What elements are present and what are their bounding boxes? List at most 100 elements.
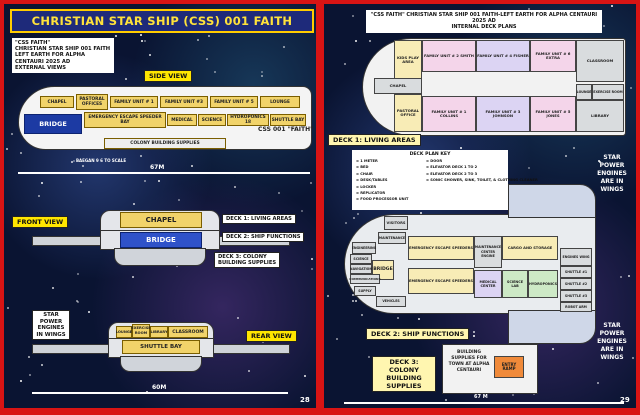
- room-family-3: FAMILY UNIT #3: [160, 96, 208, 108]
- star: [87, 310, 90, 313]
- dimension-line: [18, 172, 310, 174]
- star: [140, 154, 143, 157]
- info-line: "CSS FAITH" CHRISTIAN STAR SHIP 001 FAIT…: [370, 12, 598, 25]
- hull-name: CSS 001 "FAITH": [258, 126, 314, 133]
- side-dimension: 67M: [150, 164, 165, 171]
- star: [41, 181, 44, 184]
- room-speeders-top: EMERGENCY ESCAPE SPEEDERS: [408, 236, 474, 260]
- page-title: CHRISTIAN STAR SHIP (CSS) 001 FAITH: [10, 9, 314, 33]
- key-item: = REPLICATOR: [356, 191, 386, 195]
- deck3-supplies-text: BUILDING SUPPLIES FOR TOWN AT ALPHA CENT…: [448, 350, 490, 373]
- room-family-1: FAMILY UNIT # 1: [110, 96, 158, 108]
- front-view-label: FRONT VIEW: [12, 216, 69, 228]
- deck1-label: DECK 1: LIVING AREAS: [328, 134, 421, 146]
- star: [132, 203, 135, 206]
- room-medical: MEDICAL: [167, 114, 197, 126]
- room-hydroponics: HYDROPONICS: [528, 270, 558, 298]
- star: [73, 160, 76, 163]
- star: [77, 301, 80, 304]
- star: [76, 272, 79, 275]
- callout-deck1: DECK 1: LIVING AREAS: [222, 214, 296, 224]
- key-item: = 1 METER: [356, 159, 378, 163]
- star: [573, 146, 576, 149]
- rear-dimension: 60M: [152, 384, 167, 391]
- star: [124, 77, 127, 80]
- star: [177, 198, 180, 201]
- key-item: = FOOD PROCESSOR UNIT: [356, 197, 409, 202]
- room-chapel: CHAPEL: [40, 96, 74, 108]
- callout-deck2: DECK 2: SHIP FUNCTIONS: [222, 232, 305, 242]
- callout-deck3-line1: DECK 3: COLONY: [218, 254, 267, 260]
- room-shuttle-3: SHUTTLE #3: [560, 290, 592, 302]
- info-box: "CSS FAITH" CHRISTIAN STAR SHIP 001 FAIT…: [12, 38, 114, 74]
- star: [444, 399, 447, 402]
- star: [396, 316, 399, 319]
- room-science-lab: SCIENCE LAB: [502, 270, 528, 298]
- star: [149, 54, 152, 57]
- star: [6, 306, 9, 309]
- star: [301, 209, 304, 212]
- dimension-line: [344, 402, 624, 404]
- room-family-5: FAMILY UNIT # 5: [210, 96, 258, 108]
- star: [70, 161, 73, 164]
- star: [310, 258, 313, 261]
- star: [352, 299, 355, 302]
- star: [28, 374, 31, 377]
- room-shuttle-bay: SHUTTLE BAY: [270, 114, 306, 126]
- entry-ramp: ENTRY RAMP: [494, 356, 524, 378]
- callout-deck3-line2: BUILDING SUPPLIES: [218, 260, 277, 266]
- star: [28, 355, 31, 358]
- room-engineering: ENGINEERING: [352, 242, 376, 254]
- star: [6, 147, 9, 150]
- star: [417, 318, 420, 321]
- key-item: = ELEVATOR DECK 1 TO 2: [426, 165, 478, 170]
- room-family-3: FAMILY UNIT # 3 JOHNSON: [476, 96, 530, 132]
- star: [213, 71, 216, 74]
- star: [51, 286, 54, 289]
- star: [37, 195, 40, 198]
- star: [336, 337, 339, 340]
- rear-exercise: EXERCISE ROOM: [131, 324, 151, 338]
- star: [261, 75, 264, 78]
- star: [197, 38, 200, 41]
- engines-label-bottom: STAR POWER ENGINES ARE IN WINGS: [597, 322, 627, 361]
- star: [41, 363, 44, 366]
- star: [248, 369, 251, 372]
- star: [143, 40, 146, 43]
- rear-classroom: CLASSROOM: [168, 326, 208, 338]
- star: [355, 300, 358, 303]
- rear-library: LIBRARY: [150, 326, 168, 338]
- page-number: 29: [620, 396, 630, 404]
- callout-deck3: DECK 3: COLONY BUILDING SUPPLIES: [214, 252, 281, 268]
- star: [353, 216, 356, 219]
- room-shuttle-2: SHUTTLE #2: [560, 278, 592, 290]
- star: [356, 212, 359, 215]
- star: [283, 45, 286, 48]
- star: [326, 294, 329, 297]
- star: [528, 166, 531, 169]
- room-family-1: FAMILY UNIT # 1 COLLINS: [422, 96, 476, 132]
- star: [344, 63, 347, 66]
- room-family-2: FAMILY UNIT # 2 SMITH: [422, 40, 476, 72]
- star: [206, 58, 209, 61]
- room-colony-supplies: COLONY BUILDING SUPPLIES: [104, 138, 226, 149]
- star: [115, 34, 118, 37]
- star: [472, 335, 475, 338]
- room-maintenance: MAINTENANCE: [378, 232, 406, 244]
- deck-plan-key: DECK PLAN KEY = 1 METER= BED= CHAIR= DES…: [352, 150, 538, 210]
- room-bridge: BRIDGE: [24, 114, 82, 134]
- star: [131, 276, 134, 279]
- key-item: = ELEVATOR DECK 2 TO 3: [426, 171, 478, 176]
- star: [472, 331, 475, 334]
- room-lounge: LOUNGE: [576, 84, 592, 100]
- star: [11, 133, 14, 136]
- star: [609, 170, 612, 173]
- star: [351, 294, 354, 297]
- room-cargo: CARGO AND STORAGE: [502, 236, 558, 260]
- room-supply: SUPPLY: [354, 286, 376, 296]
- deck-dimension: 67 M: [474, 394, 488, 400]
- room-family-6: FAMILY UNIT # 6 EXTRA: [530, 40, 576, 72]
- info-line: INTERNAL DECK PLANS: [451, 24, 517, 31]
- star: [140, 34, 143, 37]
